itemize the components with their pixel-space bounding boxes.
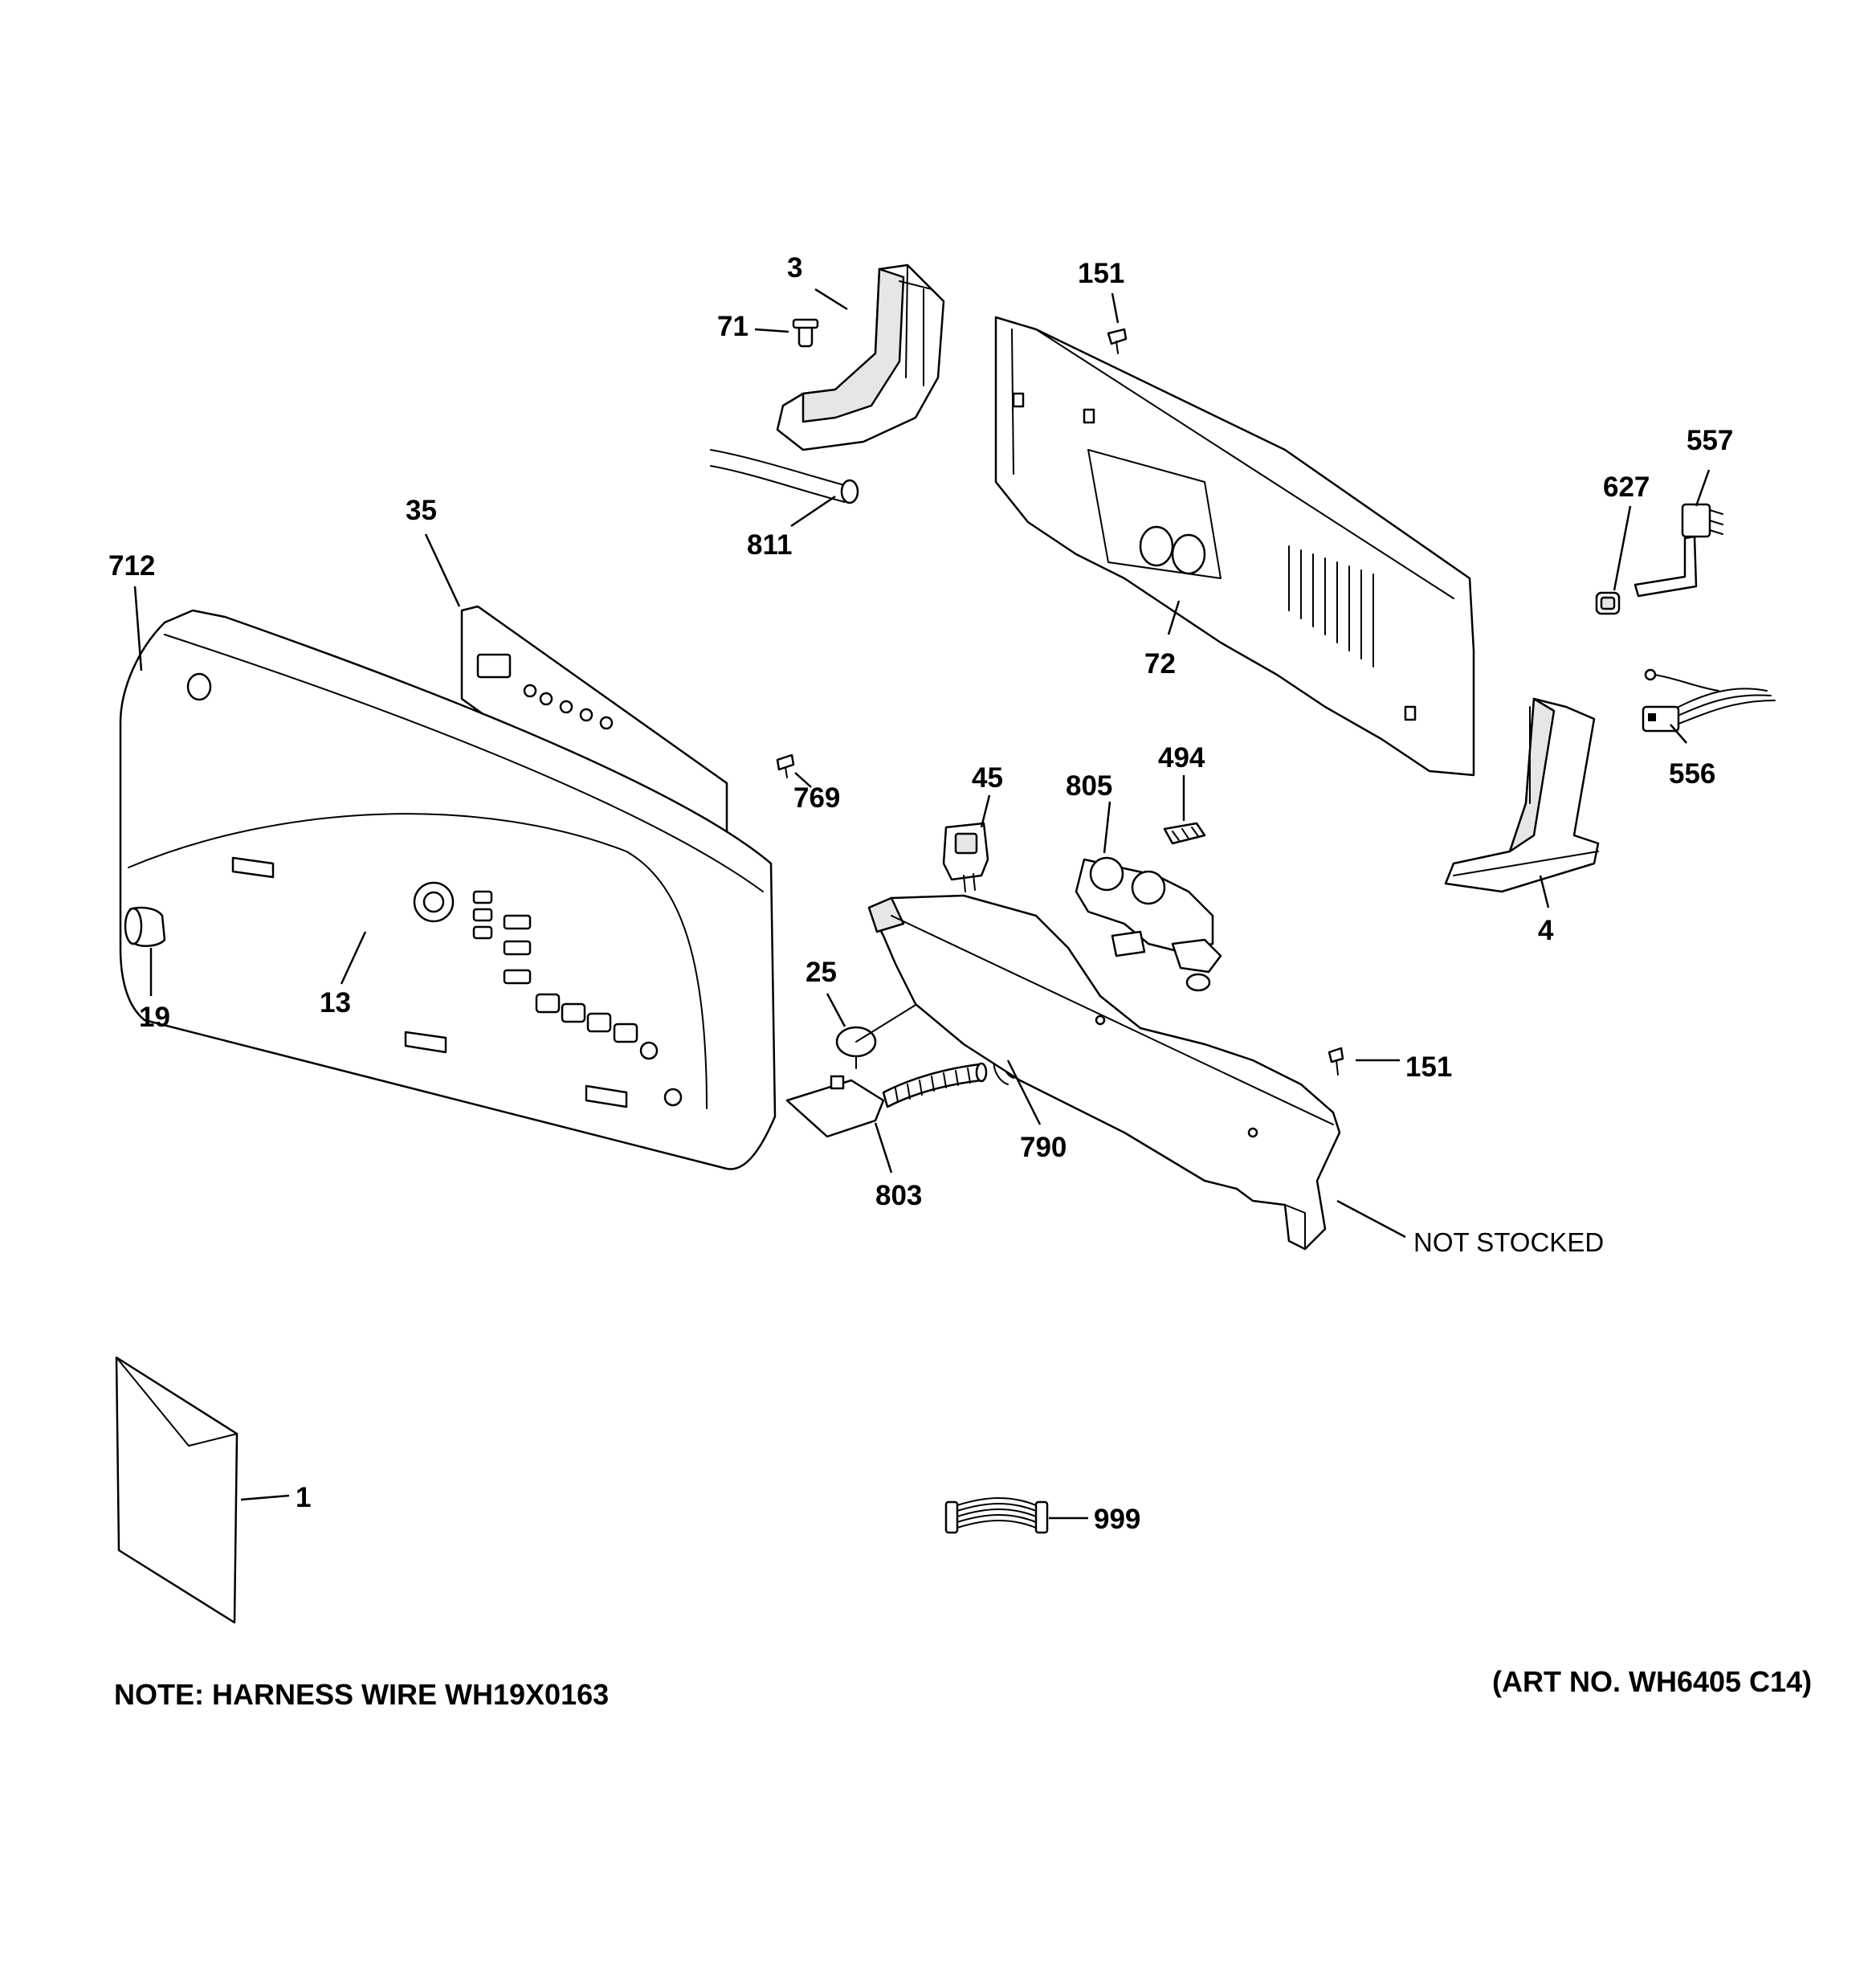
part-13-console[interactable] <box>119 609 777 1170</box>
part-71-screw[interactable] <box>792 318 819 348</box>
callout-627: 627 <box>1603 471 1650 503</box>
callout-25: 25 <box>806 957 837 988</box>
part-19-knob[interactable] <box>124 906 166 947</box>
callout-4: 4 <box>1538 915 1554 946</box>
part-1-literature-envelope[interactable] <box>115 1356 239 1624</box>
part-557-connector[interactable] <box>1633 503 1723 598</box>
callout-557: 557 <box>1687 425 1733 456</box>
callout-72: 72 <box>1144 648 1176 680</box>
part-627-clip[interactable] <box>1595 591 1621 615</box>
part-494-connector[interactable] <box>1163 822 1206 845</box>
callout-805: 805 <box>1066 770 1112 802</box>
part-999-harness-wire[interactable] <box>944 1497 1049 1534</box>
callout-1: 1 <box>296 1482 311 1513</box>
part-not-stocked-base-bracket[interactable] <box>867 894 1341 1251</box>
part-45-switch[interactable] <box>942 822 989 892</box>
callout-45: 45 <box>972 762 1003 794</box>
part-151-screw-top[interactable] <box>1107 328 1128 354</box>
callout-35: 35 <box>406 495 437 526</box>
part-811-hose[interactable] <box>710 449 859 504</box>
callout-151-top: 151 <box>1078 258 1124 289</box>
not-stocked-label: NOT STOCKED <box>1413 1227 1604 1257</box>
callout-71: 71 <box>717 311 748 342</box>
part-4-end-bracket[interactable] <box>1444 697 1600 893</box>
callout-556: 556 <box>1669 758 1715 790</box>
callout-811: 811 <box>747 529 792 561</box>
art-number: (ART NO. WH6405 C14) <box>1492 1665 1812 1698</box>
part-151-screw-lower[interactable] <box>1328 1047 1344 1076</box>
part-556-wire-harness[interactable] <box>1642 668 1776 733</box>
callout-999: 999 <box>1094 1504 1140 1535</box>
callout-13: 13 <box>320 987 351 1018</box>
callout-labels: 3 71 151 557 627 811 35 712 72 556 769 4… <box>108 252 1733 1535</box>
leader-lines <box>133 288 1711 1520</box>
callout-769: 769 <box>793 782 840 814</box>
part-803-hose-bracket[interactable] <box>785 1062 988 1138</box>
callout-803: 803 <box>875 1180 922 1211</box>
callout-712: 712 <box>108 550 155 582</box>
harness-wire-note: NOTE: HARNESS WIRE WH19X0163 <box>114 1678 609 1711</box>
callout-3: 3 <box>787 252 802 284</box>
callout-790: 790 <box>1020 1132 1067 1163</box>
callout-151-lower: 151 <box>1405 1051 1452 1083</box>
callout-19: 19 <box>139 1002 170 1033</box>
part-805-water-valve[interactable] <box>1075 856 1222 992</box>
part-3-end-bracket[interactable] <box>776 263 945 451</box>
callout-494: 494 <box>1158 742 1205 774</box>
part-72-rear-panel[interactable] <box>994 316 1475 777</box>
part-769-screw[interactable] <box>776 753 795 778</box>
